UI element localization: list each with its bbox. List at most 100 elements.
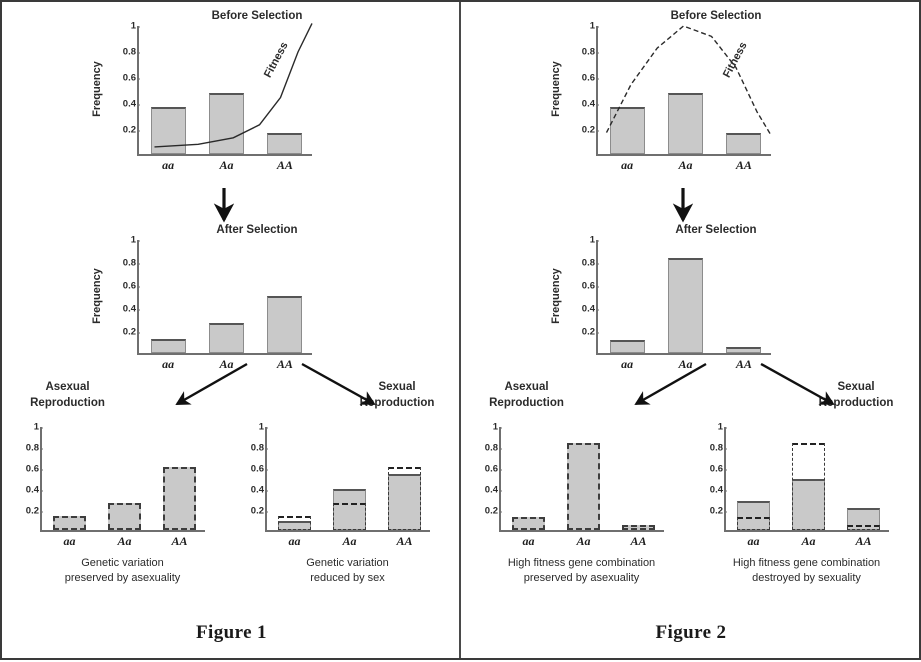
- x-axis-tick-Aa: Aa: [219, 158, 234, 172]
- bar-Aa: [668, 92, 703, 154]
- y-axis-tick: 0.6: [582, 73, 599, 84]
- y-axis-tick: 0.8: [582, 47, 599, 58]
- bar-AA: [726, 133, 762, 154]
- y-axis-tick: 0.2: [582, 125, 599, 136]
- y-axis-tick: 0.8: [710, 443, 727, 454]
- bar-AA: [847, 507, 880, 530]
- chart-title: Before Selection: [670, 10, 762, 22]
- y-axis-tick: 0.4: [123, 304, 140, 315]
- fitness-curve: [605, 25, 772, 136]
- x-axis-tick-aa: aa: [63, 534, 76, 548]
- y-axis-tick: 0.8: [123, 47, 140, 58]
- y-axis-tick: 0.8: [123, 258, 140, 269]
- tick-mark: [40, 490, 43, 491]
- y-axis-tick: 0.2: [710, 506, 727, 517]
- tick-mark: [724, 490, 727, 491]
- x-axis-tick-AA: AA: [171, 534, 188, 548]
- x-axis-tick-AA: AA: [855, 534, 872, 548]
- y-axis-tick: 0.4: [251, 485, 268, 496]
- y-axis-tick: 1: [131, 235, 140, 246]
- tick-mark: [40, 448, 43, 449]
- y-axis-tick: 0.6: [485, 464, 502, 475]
- x-axis-tick-aa: aa: [162, 158, 175, 172]
- y-axis-tick: 0.2: [123, 327, 140, 338]
- figure-2-caption: Figure 2: [655, 622, 727, 643]
- tick-mark: [137, 52, 140, 53]
- bar-AA: [622, 524, 655, 530]
- tick-mark: [137, 104, 140, 105]
- y-axis-tick: 0.2: [123, 125, 140, 136]
- y-axis-tick: 0.4: [123, 99, 140, 110]
- y-axis-tick: 0.8: [26, 443, 43, 454]
- x-axis-tick-AA: AA: [735, 357, 752, 371]
- y-axis-tick: 0.4: [26, 485, 43, 496]
- y-axis-tick: 0.2: [485, 506, 502, 517]
- y-axis-tick: 1: [259, 422, 268, 433]
- tick-mark: [499, 448, 502, 449]
- tick-mark: [499, 427, 502, 428]
- panel-figure-1: [2, 2, 461, 658]
- tick-mark: [499, 511, 502, 512]
- y-axis-tick: 0.8: [251, 443, 268, 454]
- bar-aa: [609, 340, 645, 353]
- y-axis-tick: 0.8: [582, 258, 599, 269]
- y-axis-tick: 0.4: [582, 304, 599, 315]
- tick-mark: [724, 469, 727, 470]
- tick-mark: [596, 104, 599, 105]
- tick-mark: [724, 427, 727, 428]
- tick-mark: [137, 26, 140, 27]
- tick-mark: [596, 52, 599, 53]
- bar-AA: [163, 467, 196, 530]
- tick-mark: [40, 511, 43, 512]
- x-axis-tick-Aa: Aa: [678, 357, 693, 371]
- x-axis-tick-aa: aa: [621, 158, 634, 172]
- chart-title: After Selection: [216, 224, 298, 236]
- plot-area: 0.2 0.4 0.6 0.8 1 aa Aa AA: [123, 21, 312, 172]
- bar-aa: [512, 517, 545, 530]
- y-axis-tick: 0.4: [710, 485, 727, 496]
- x-axis-tick-AA: AA: [630, 534, 647, 548]
- y-axis-tick: 0.6: [123, 73, 140, 84]
- x-axis-tick-Aa: Aa: [117, 534, 132, 548]
- y-axis-tick: 1: [590, 235, 599, 246]
- bar-AA: [388, 474, 421, 530]
- bar-aa: [278, 520, 311, 530]
- tick-mark: [40, 427, 43, 428]
- bar-aa: [53, 516, 86, 530]
- x-axis-tick-Aa: Aa: [219, 357, 234, 371]
- bar-aa: [150, 339, 186, 353]
- y-axis-tick: 1: [131, 21, 140, 32]
- x-axis-tick-aa: aa: [747, 534, 760, 548]
- tick-mark: [596, 240, 599, 241]
- y-axis-tick: 0.4: [582, 99, 599, 110]
- bar-AA: [267, 133, 303, 154]
- bar-Aa: [567, 442, 600, 530]
- chart-title: Before Selection: [211, 10, 303, 22]
- x-axis-tick-aa: aa: [162, 357, 175, 371]
- x-axis-tick-AA: AA: [276, 158, 293, 172]
- tick-mark: [596, 286, 599, 287]
- y-axis-tick: 0.6: [123, 281, 140, 292]
- y-axis-tick: 0.8: [485, 443, 502, 454]
- chart-title: After Selection: [675, 224, 757, 236]
- tick-mark: [265, 511, 268, 512]
- y-axis-label: Frequency: [550, 267, 562, 324]
- y-axis-tick: 0.6: [582, 281, 599, 292]
- y-axis-label: Frequency: [91, 61, 103, 117]
- tick-mark: [265, 427, 268, 428]
